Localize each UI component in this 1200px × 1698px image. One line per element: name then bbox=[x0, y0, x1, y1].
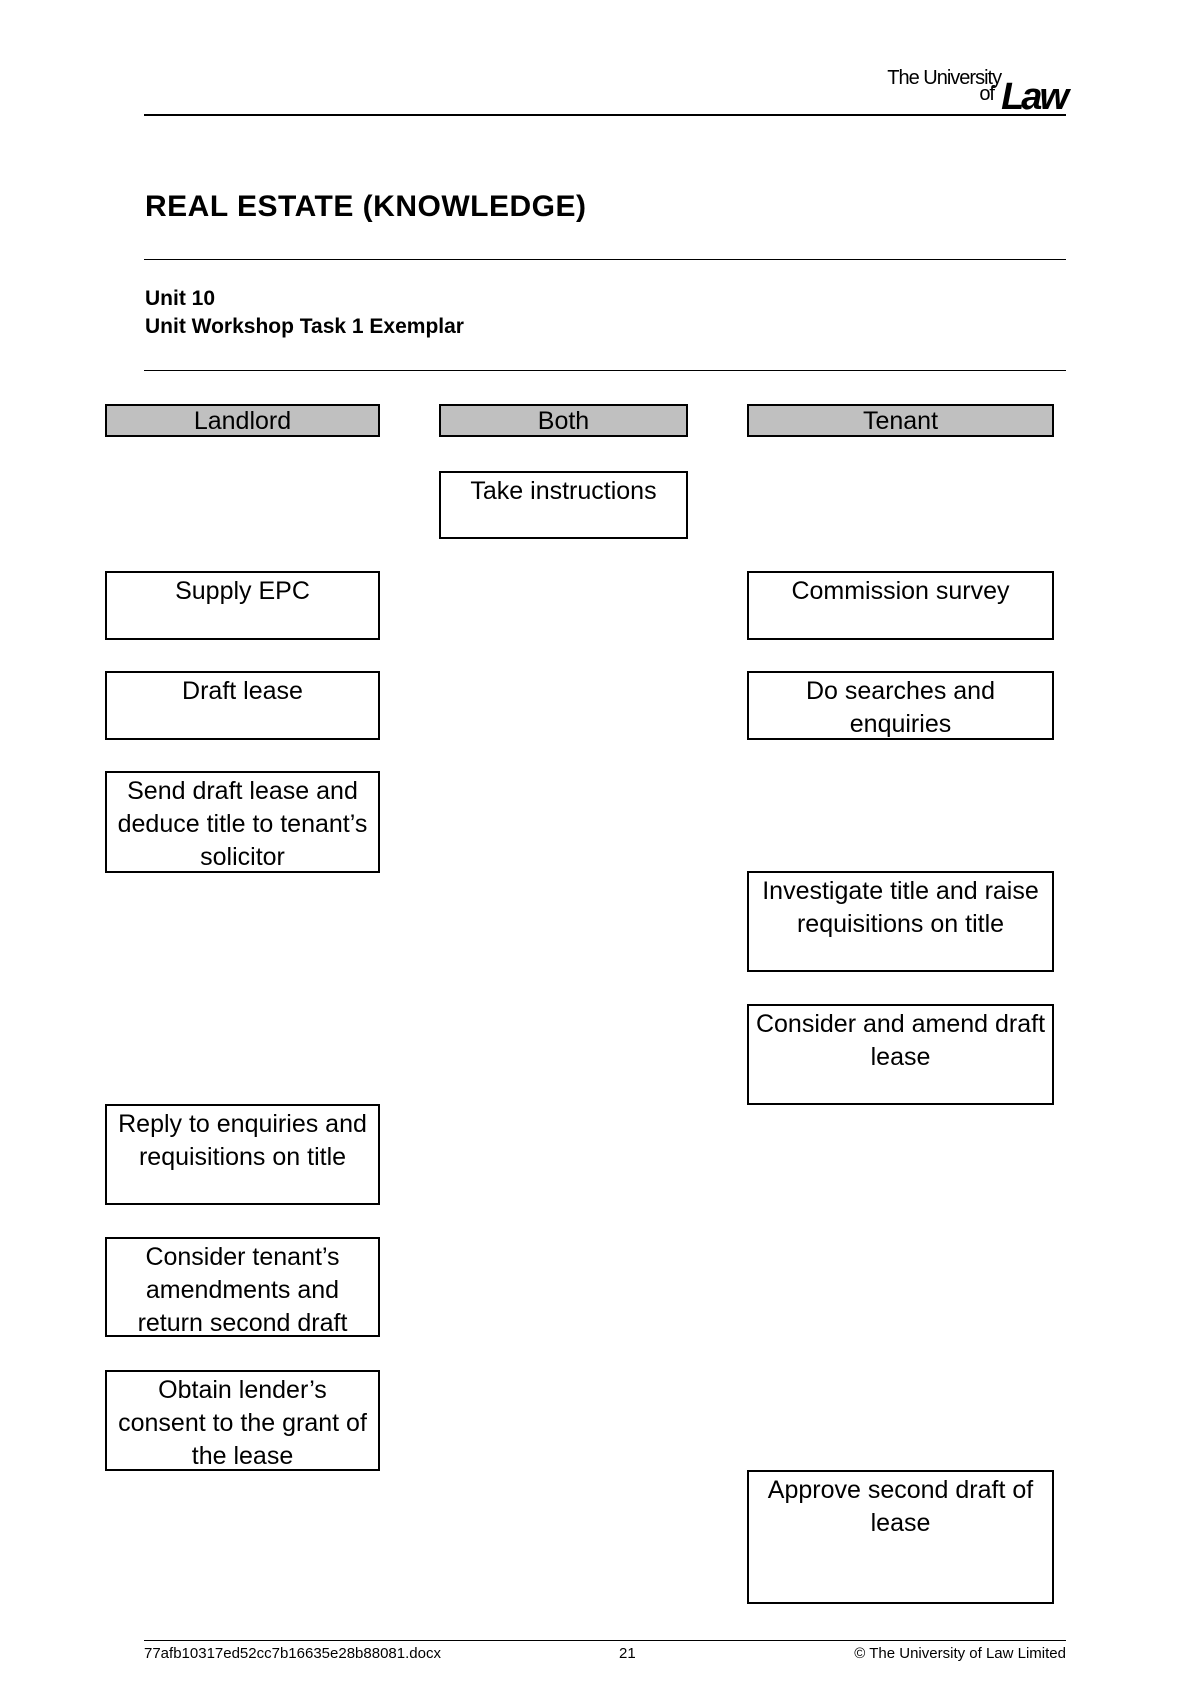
logo-text-the-university: The University bbox=[887, 67, 1002, 89]
footer-copyright: © The University of Law Limited bbox=[854, 1645, 1066, 1662]
unit-number: Unit 10 bbox=[145, 287, 216, 310]
document-subtitle: Unit Workshop Task 1 Exemplar bbox=[145, 315, 464, 338]
logo-text-of: of bbox=[979, 83, 995, 105]
task-supply-epc: Supply EPC bbox=[105, 571, 380, 640]
task-do-searches: Do searches and enquiries bbox=[747, 671, 1054, 740]
task-obtain-lender-consent: Obtain lender’s consent to the grant of … bbox=[105, 1370, 380, 1471]
footer-page-number: 21 bbox=[619, 1645, 636, 1662]
logo-text-law: Law bbox=[1001, 76, 1069, 118]
task-draft-lease: Draft lease bbox=[105, 671, 380, 740]
task-take-instructions: Take instructions bbox=[439, 471, 688, 539]
document-title: REAL ESTATE (KNOWLEDGE) bbox=[145, 190, 587, 223]
footer-divider bbox=[144, 1640, 1066, 1641]
task-reply-enquiries: Reply to enquiries and requisitions on t… bbox=[105, 1104, 380, 1205]
task-approve-second-draft: Approve second draft of lease bbox=[747, 1470, 1054, 1604]
subtitle-divider bbox=[144, 370, 1066, 371]
header-divider bbox=[144, 114, 1066, 116]
task-commission-survey: Commission survey bbox=[747, 571, 1054, 640]
task-send-draft-lease: Send draft lease and deduce title to ten… bbox=[105, 771, 380, 873]
column-header-landlord: Landlord bbox=[105, 404, 380, 437]
footer-filename: 77afb10317ed52cc7b16635e28b88081.docx bbox=[144, 1645, 441, 1662]
task-consider-amend-draft-lease: Consider and amend draft lease bbox=[747, 1004, 1054, 1105]
task-investigate-title: Investigate title and raise requisitions… bbox=[747, 871, 1054, 972]
university-logo: The UniversityLaw of bbox=[887, 66, 1069, 118]
title-divider bbox=[144, 259, 1066, 260]
column-header-tenant: Tenant bbox=[747, 404, 1054, 437]
column-header-both: Both bbox=[439, 404, 688, 437]
task-consider-tenant-amendments: Consider tenant’s amendments and return … bbox=[105, 1237, 380, 1337]
